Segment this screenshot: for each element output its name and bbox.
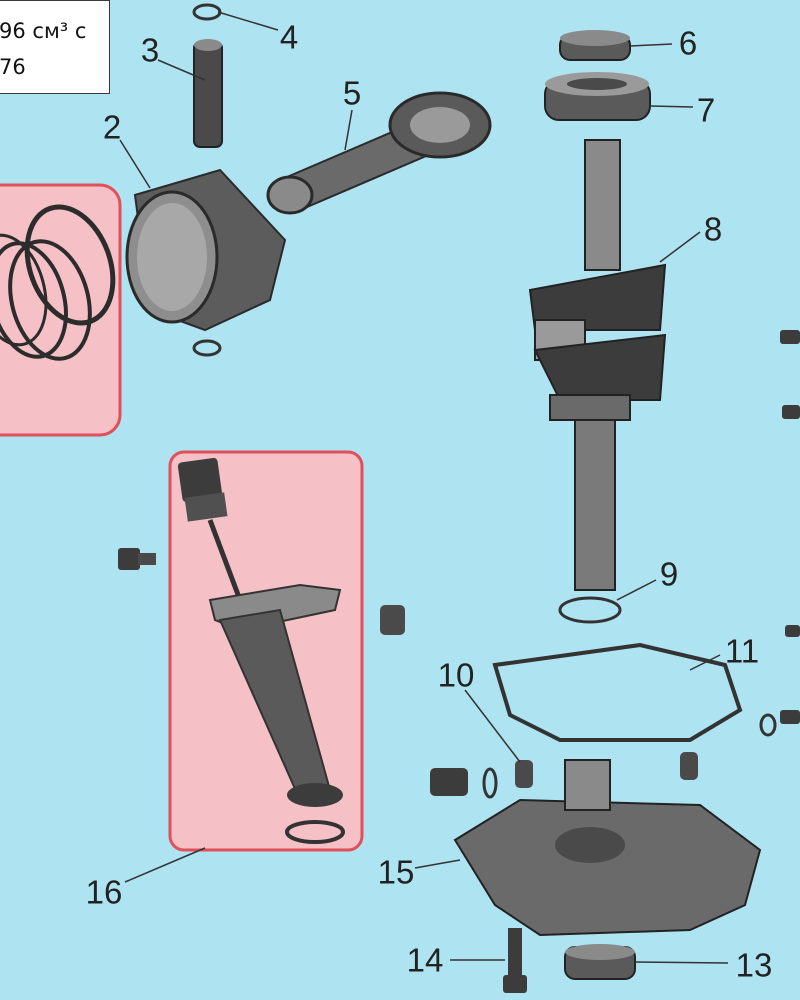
callout-10: 10 [437, 656, 475, 694]
small-bolt [118, 548, 156, 570]
callout-4: 4 [279, 18, 299, 56]
callout-8: 8 [703, 210, 723, 248]
caption-line-1: 96 см³ с [0, 19, 87, 43]
callout-13: 13 [735, 946, 773, 984]
oil-seal-bottom [564, 944, 636, 980]
piston [125, 168, 287, 332]
connecting-rod [266, 91, 492, 215]
piston-rings [0, 204, 116, 361]
callout-2: 2 [102, 108, 122, 146]
dowel-pins [380, 605, 698, 788]
callout-7: 7 [696, 91, 716, 129]
callout-9: 9 [659, 555, 679, 593]
right-edge-fasteners [759, 330, 800, 737]
piston-pin-clip-top [192, 3, 222, 21]
crankshaft [528, 139, 667, 591]
drain-plug [430, 767, 498, 799]
cover-bolt [503, 928, 527, 993]
model-caption: 96 см³ с 76 [0, 0, 110, 94]
oil-seal-top [559, 30, 631, 61]
callout-6: 6 [678, 24, 698, 62]
caption-line-2: 76 [0, 55, 26, 79]
callout-3: 3 [140, 31, 160, 69]
callout-16: 16 [85, 873, 123, 911]
main-bearing [544, 72, 651, 121]
callout-5: 5 [342, 74, 362, 112]
crankcase-gasket [492, 642, 743, 742]
piston-pin [193, 39, 223, 148]
leader-lines [119, 11, 729, 964]
callout-11: 11 [724, 632, 760, 670]
dipstick-tube [177, 457, 345, 844]
callout-15: 15 [377, 853, 415, 891]
crankshaft-o-ring [558, 596, 622, 624]
crankcase-cover [453, 759, 762, 937]
callout-14: 14 [406, 941, 444, 979]
piston-pin-clip-bottom [192, 339, 222, 357]
